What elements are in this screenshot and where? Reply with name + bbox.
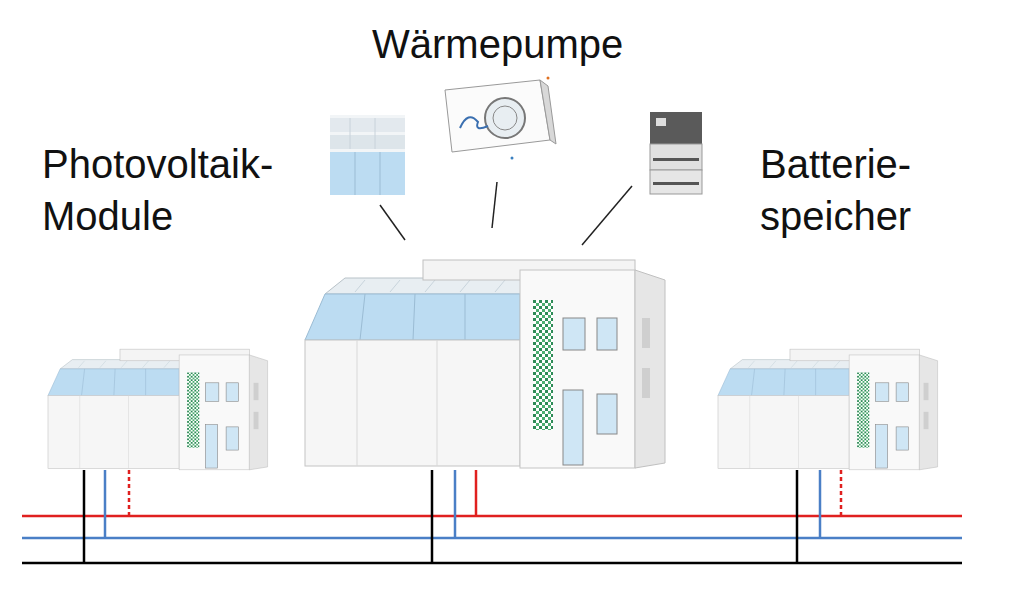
component-label: Photovoltaik- Module <box>42 138 332 242</box>
component-label: Batterie- speicher <box>760 138 990 242</box>
component-label: Wärmepumpe <box>372 18 652 70</box>
